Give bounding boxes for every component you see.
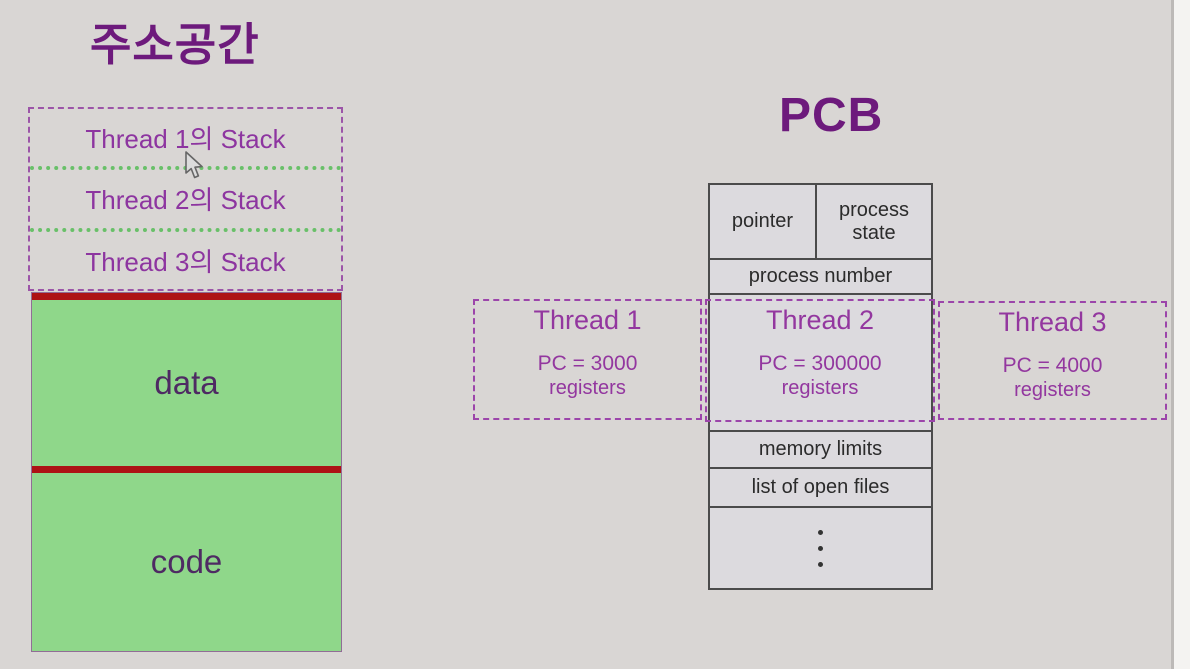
pcb-cell-memory-limits: memory limits: [710, 430, 931, 467]
pcb-cell-process-number: process number: [710, 258, 931, 293]
ellipsis-dot: [818, 545, 823, 551]
code-label: code: [150, 543, 223, 580]
thread3-pc: PC = 4000: [1002, 354, 1103, 377]
thread2-name: Thread 2: [765, 305, 875, 335]
thread-stacks-box: Thread 1의 Stack Thread 2의 Stack Thread 3…: [28, 107, 343, 291]
mouse-cursor-icon: [185, 151, 203, 179]
frame-edge-strip: [1174, 0, 1190, 669]
thread2-pc: PC = 300000: [758, 352, 882, 375]
data-label: data: [154, 364, 219, 401]
ellipsis-dot: [818, 529, 823, 535]
pcb-table: pointer process state process number mem…: [708, 183, 933, 590]
ellipsis-dot: [818, 561, 823, 567]
data-section: data: [32, 300, 341, 466]
code-section: code: [32, 473, 341, 651]
thread2-stack-section: Thread 2의 Stack: [30, 170, 341, 232]
thread1-stack-label: Thread 1의 Stack: [85, 124, 286, 155]
pcb-row-top: pointer process state: [710, 185, 931, 258]
pcb-thread2-slot: [710, 293, 931, 430]
pcb-cell-open-files: list of open files: [710, 467, 931, 506]
thread3-box: Thread 3 PC = 4000 registers: [938, 301, 1167, 420]
thread2-registers: registers: [781, 377, 859, 399]
thread2-stack-label: Thread 2의 Stack: [85, 185, 286, 216]
frame-edge-line: [1171, 0, 1174, 669]
pcb-cell-ellipsis: [710, 506, 931, 588]
thread3-registers: registers: [1014, 379, 1091, 401]
thread1-box: Thread 1 PC = 3000 registers: [473, 299, 702, 420]
thread1-name: Thread 1: [533, 305, 642, 335]
red-bar-top: [32, 293, 341, 300]
thread2-box: Thread 2 PC = 300000 registers: [705, 299, 935, 422]
pcb-cell-process-state: process state: [838, 198, 910, 244]
memory-box: data code: [31, 292, 342, 652]
thread3-stack-label: Thread 3의 Stack: [85, 246, 286, 277]
red-bar-divider: [32, 466, 341, 473]
thread1-registers: registers: [549, 377, 626, 399]
thread3-name: Thread 3: [998, 307, 1107, 337]
thread1-pc: PC = 3000: [537, 352, 638, 375]
pcb-cell-pointer: pointer: [710, 185, 817, 258]
pcb-title: PCB: [779, 89, 884, 142]
address-space-title: 주소공간: [90, 19, 260, 70]
thread3-stack-section: Thread 3의 Stack: [30, 232, 341, 289]
